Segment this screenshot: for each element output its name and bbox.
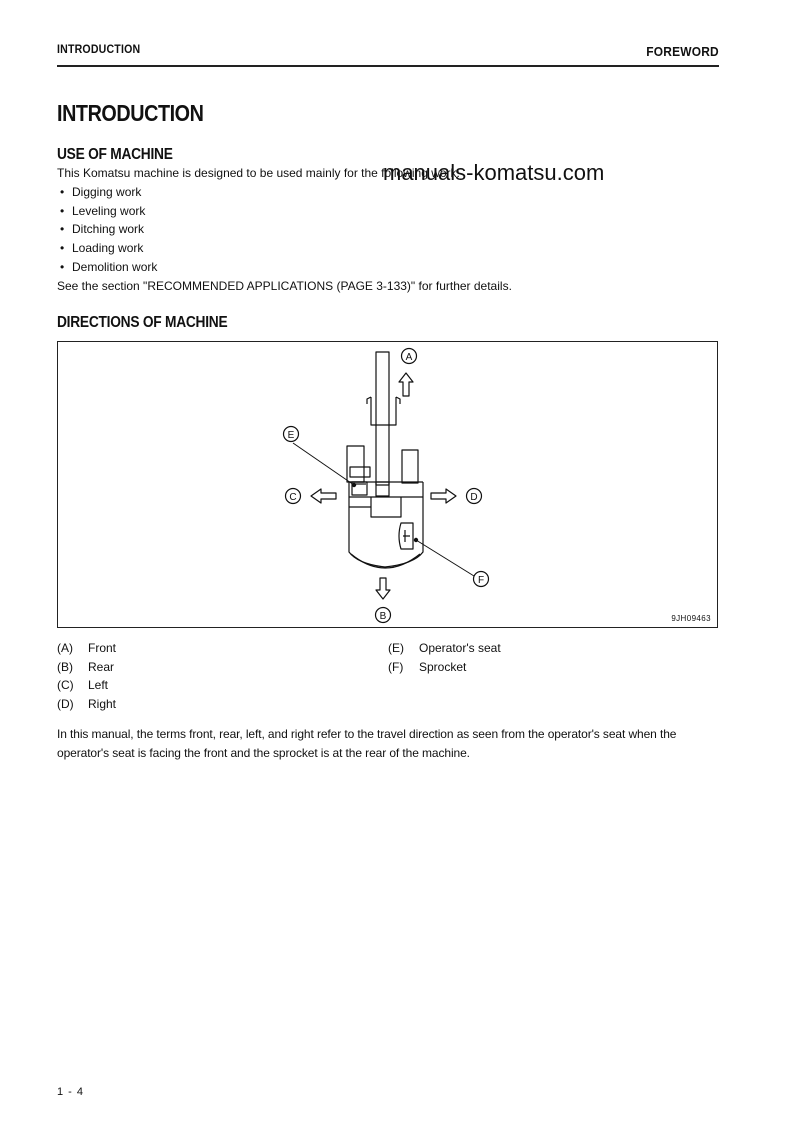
callout-e: E xyxy=(282,425,300,443)
list-item: •Leveling work xyxy=(57,202,157,221)
list-item: •Digging work xyxy=(57,183,157,202)
track-right xyxy=(401,449,419,484)
callout-c: C xyxy=(284,487,302,505)
right-arrow-icon xyxy=(430,488,457,504)
bullet-icon: • xyxy=(60,259,65,274)
bullet-icon: • xyxy=(60,222,65,237)
machine-diagram: A B C D E F xyxy=(282,347,490,624)
callout-a: A xyxy=(400,347,418,365)
list-item: •Loading work xyxy=(57,239,157,258)
use-intro-text: This Komatsu machine is designed to be u… xyxy=(57,166,460,180)
svg-text:A: A xyxy=(406,352,413,363)
header-rule xyxy=(57,65,719,67)
watermark-text: manuals-komatsu.com xyxy=(383,160,605,185)
work-list: •Digging work •Leveling work •Ditching w… xyxy=(57,183,157,277)
svg-text:D: D xyxy=(470,492,477,503)
rear-arrow-icon xyxy=(375,577,391,600)
heading-directions: DIRECTIONS OF MACHINE xyxy=(57,314,228,331)
see-also-text: See the section "RECOMMENDED APPLICATION… xyxy=(57,279,512,293)
counterweight xyxy=(350,553,421,569)
sprocket xyxy=(398,522,414,550)
left-arrow-icon xyxy=(310,488,337,504)
callout-f: F xyxy=(472,570,490,588)
page-title: INTRODUCTION xyxy=(57,100,204,126)
page-number: 1 - 4 xyxy=(57,1086,85,1098)
svg-text:F: F xyxy=(478,575,484,586)
list-item: •Ditching work xyxy=(57,220,157,239)
running-header-section: INTRODUCTION xyxy=(57,44,141,56)
directions-figure: A B C D E F 9JH09463 xyxy=(57,341,718,628)
bullet-icon: • xyxy=(60,203,65,218)
bullet-icon: • xyxy=(60,185,65,199)
running-header-chapter: FOREWORD xyxy=(646,44,719,59)
directions-paragraph: In this manual, the terms front, rear, l… xyxy=(57,727,677,760)
heading-use-of-machine: USE OF MACHINE xyxy=(57,146,173,163)
front-arrow-icon xyxy=(398,372,414,397)
svg-text:B: B xyxy=(380,611,387,622)
callout-b: B xyxy=(374,606,392,624)
list-item: •Demolition work xyxy=(57,258,157,277)
boom-arm xyxy=(366,351,401,486)
bullet-icon: • xyxy=(60,241,65,256)
callout-d: D xyxy=(465,487,483,505)
svg-text:E: E xyxy=(288,430,295,441)
operator-seat xyxy=(349,466,371,496)
svg-text:C: C xyxy=(289,492,296,503)
figure-code: 9JH09463 xyxy=(671,614,711,623)
